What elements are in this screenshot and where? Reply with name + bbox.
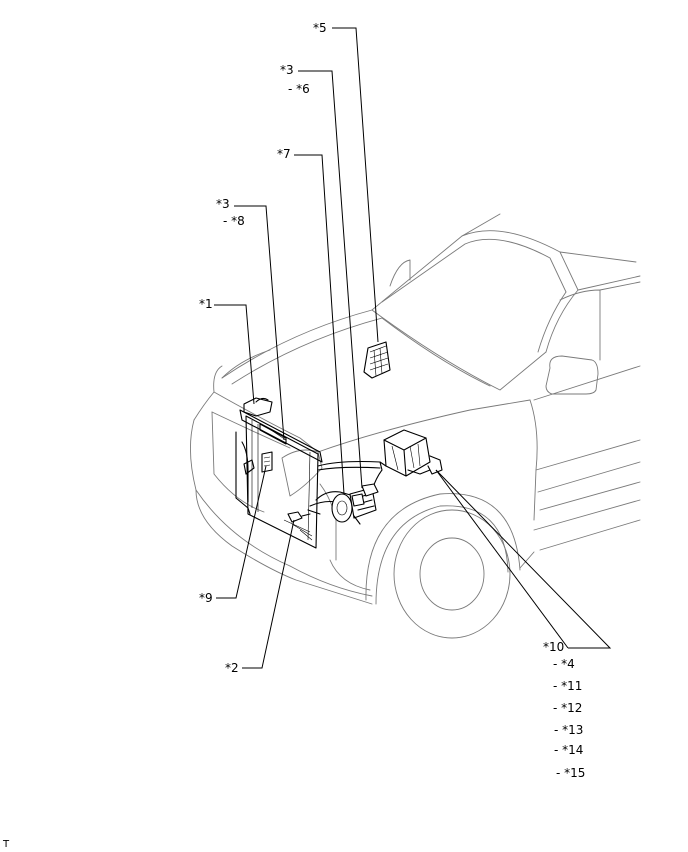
callout-10: *10 bbox=[543, 640, 565, 654]
callout-13: - *13 bbox=[554, 723, 584, 737]
callout-14: - *14 bbox=[554, 743, 584, 757]
component-radiator bbox=[239, 409, 323, 549]
callout-2: *2 bbox=[225, 661, 239, 675]
callout-7: *7 bbox=[277, 147, 291, 161]
leader-lines bbox=[214, 27, 612, 669]
callout-3a: *3 bbox=[280, 63, 294, 77]
callout-3b: *3 bbox=[216, 197, 230, 211]
callout-6: - *6 bbox=[288, 82, 310, 96]
callout-1: *1 bbox=[199, 297, 213, 311]
component-ambient-sensor bbox=[287, 511, 311, 523]
vehicle-body bbox=[189, 213, 641, 639]
component-ac-unit bbox=[383, 429, 443, 477]
component-expansion-valve bbox=[351, 493, 365, 507]
callout-5: *5 bbox=[313, 21, 327, 35]
callout-4: - *4 bbox=[553, 657, 575, 671]
callout-9: *9 bbox=[199, 591, 213, 605]
callout-15: - *15 bbox=[556, 766, 586, 780]
component-front-sensor bbox=[235, 431, 273, 515]
callout-12: - *12 bbox=[553, 701, 583, 715]
callout-8: - *8 bbox=[223, 214, 245, 228]
component-ecu bbox=[363, 341, 391, 379]
callout-11: - *11 bbox=[553, 679, 583, 693]
footer-mark: T bbox=[3, 839, 10, 850]
component-condenser-top bbox=[243, 397, 287, 445]
